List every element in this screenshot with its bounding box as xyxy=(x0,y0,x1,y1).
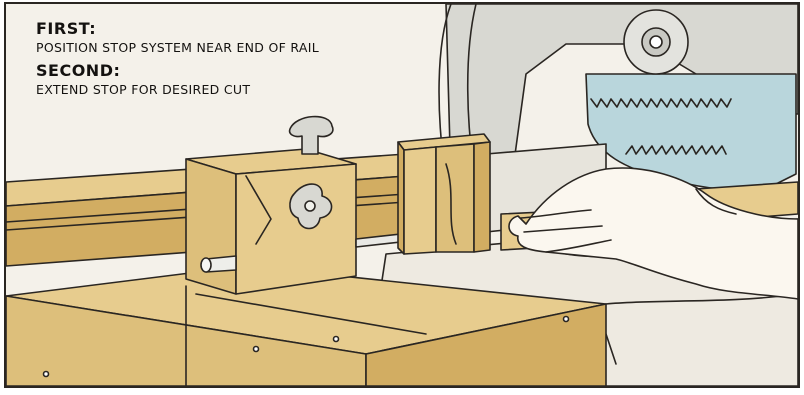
stop-block xyxy=(186,117,356,294)
second-step-title: SECOND: xyxy=(36,62,319,80)
instruction-captions: FIRST: POSITION STOP SYSTEM NEAR END OF … xyxy=(36,20,319,104)
first-step-text: POSITION STOP SYSTEM NEAR END OF RAIL xyxy=(36,40,319,56)
first-step-title: FIRST: xyxy=(36,20,319,38)
second-step-text: EXTEND STOP FOR DESIRED CUT xyxy=(36,82,319,98)
flip-stop xyxy=(398,134,490,254)
illustration-frame: FIRST: POSITION STOP SYSTEM NEAR END OF … xyxy=(4,2,800,388)
